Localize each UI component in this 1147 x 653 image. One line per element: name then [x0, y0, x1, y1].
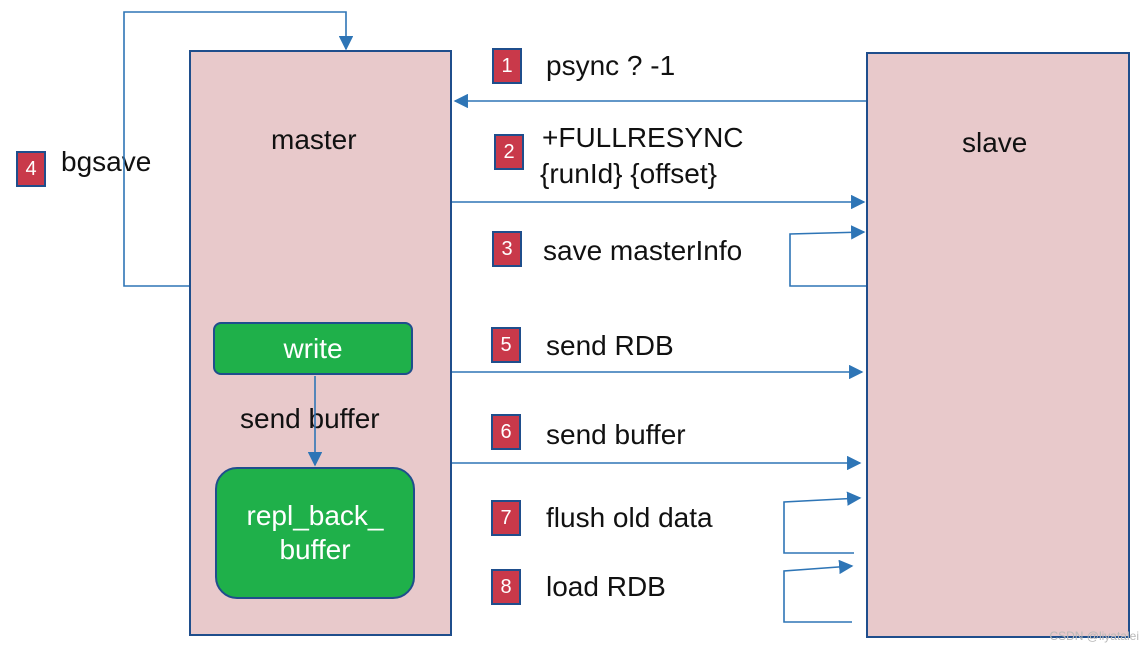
- step-badge-7: 7: [491, 500, 521, 536]
- repl-label-line2: buffer: [279, 534, 351, 565]
- step-badge-4: 4: [16, 151, 46, 187]
- repl-back-buffer-block: repl_back_ buffer: [215, 467, 415, 599]
- step-badge-8: 8: [491, 569, 521, 605]
- step-7-label: flush old data: [546, 502, 713, 533]
- step-5-label: send RDB: [546, 330, 674, 361]
- write-block: write: [213, 322, 413, 375]
- step-badge-2: 2: [494, 134, 524, 170]
- flush-old-data-loop-arrow: [783, 491, 862, 554]
- bgsave-loop-arrow: [123, 11, 354, 287]
- save-masterinfo-loop-arrow: [789, 225, 866, 287]
- master-title: master: [271, 124, 357, 155]
- watermark: CSDN @liyatalei: [1049, 629, 1139, 643]
- step-3-label: save masterInfo: [543, 235, 743, 266]
- step-badge-3: 3: [492, 231, 522, 267]
- step-6-label: send buffer: [546, 419, 686, 450]
- step-2-label: +FULLRESYNC: [542, 122, 744, 153]
- step-badge-1: 1: [492, 48, 522, 84]
- load-rdb-loop-arrow: [783, 559, 854, 623]
- repl-label-line1: repl_back_: [246, 500, 384, 531]
- send-buffer-inner-label: send buffer: [240, 403, 380, 434]
- slave-box: [866, 52, 1130, 638]
- step-8-label: load RDB: [546, 571, 666, 602]
- bgsave-label: bgsave: [61, 146, 152, 177]
- write-label: write: [283, 332, 343, 364]
- step-1-label: psync ? -1: [546, 50, 676, 81]
- step-2-label-line2: {runId} {offset}: [540, 158, 717, 189]
- step-badge-5: 5: [491, 327, 521, 363]
- step-badge-6: 6: [491, 414, 521, 450]
- slave-title: slave: [962, 127, 1028, 158]
